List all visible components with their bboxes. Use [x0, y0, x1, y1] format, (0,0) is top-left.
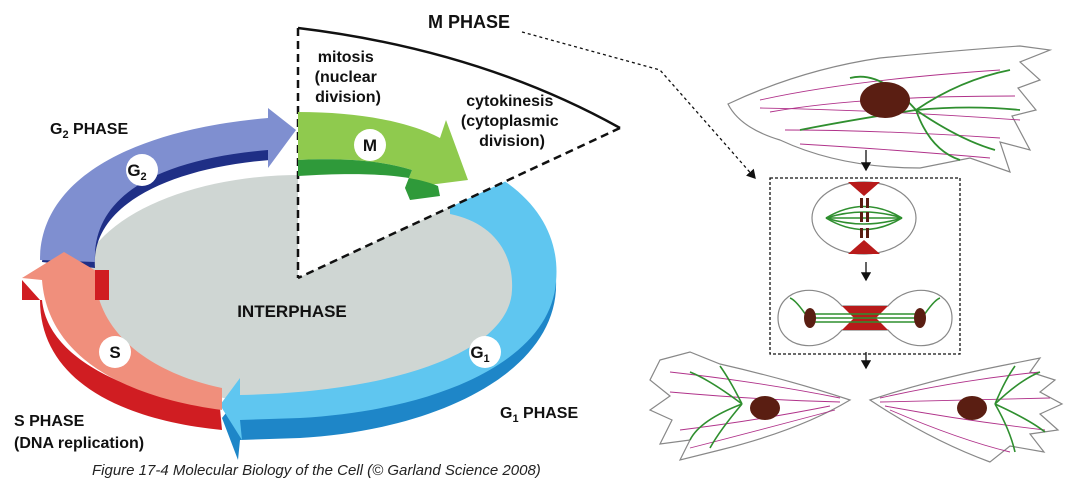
s-phase-line-1: S PHASE: [14, 413, 85, 430]
cell-division-illustration: [648, 45, 1064, 463]
metaphase-cell: [811, 181, 917, 255]
g1-phase-main: G: [500, 405, 512, 422]
g1-phase-sub: 1: [512, 413, 518, 425]
g2-badge-sub: 2: [141, 171, 147, 183]
g2-phase-label: G2 PHASE: [50, 121, 128, 141]
microtubules: [689, 365, 743, 449]
mitosis-line-1: mitosis: [318, 49, 374, 66]
daughter-cell-left: [648, 351, 852, 461]
nucleus: [957, 396, 987, 420]
furrow-bottom: [848, 240, 880, 254]
g1-badge-main: G: [470, 343, 483, 362]
midbody-spindle: [789, 297, 941, 323]
cytokinesis-label: cytokinesis (cytoplasmic division): [461, 93, 563, 150]
spread-cell-top: [727, 45, 1053, 173]
s-phase-line-2: (DNA replication): [14, 435, 144, 452]
m-badge: [354, 129, 386, 161]
g1-phase-rest: PHASE: [519, 405, 579, 422]
division-inset-box: [769, 177, 961, 355]
m-phase-arc: [297, 26, 621, 130]
m-arrow-bottom: [298, 159, 440, 200]
telophase-cell: [777, 289, 953, 347]
g1-badge-sub: 1: [484, 353, 490, 365]
daughter-cell-right: [868, 357, 1064, 463]
s-badge-label: S: [109, 343, 120, 362]
interphase-area: [78, 175, 522, 405]
m-phase-edge-right: [297, 126, 621, 280]
spindle: [825, 205, 903, 231]
g2-badge: [126, 154, 158, 186]
g2-badge-main: G: [127, 161, 140, 180]
nucleus: [750, 396, 780, 420]
cell-cycle-ring: M G2 S G1 M PHASE mitosis (nuclear divis…: [14, 12, 621, 460]
g1-phase-label: G1 PHASE: [500, 405, 578, 425]
cell-outline: [648, 351, 852, 461]
g2-phase-rest: PHASE: [69, 121, 129, 138]
g2-badge-label: G2: [127, 161, 146, 183]
cytokinesis-line-3: division): [479, 133, 545, 150]
s-arrow-notch: [95, 270, 109, 300]
chromosomes: [860, 198, 869, 238]
cytokinesis-line-2: (cytoplasmic: [461, 113, 559, 130]
daughter-chromatin: [804, 308, 926, 328]
mitosis-label: mitosis (nuclear division): [315, 49, 382, 106]
m-phase-title: M PHASE: [428, 12, 510, 32]
s-arrow: [22, 252, 222, 410]
mitosis-line-3: division): [315, 89, 381, 106]
actin-fibers: [759, 69, 1021, 159]
s-arrow-side: [22, 280, 222, 430]
cytokinesis-line-1: cytokinesis: [466, 93, 553, 110]
g2-phase-sub: 2: [62, 129, 68, 141]
g2-arrow-side: [42, 138, 270, 268]
s-badge: [99, 336, 131, 368]
m-badge-label: M: [363, 136, 377, 155]
mitosis-line-2: (nuclear: [315, 69, 377, 86]
g1-badge-label: G1: [470, 343, 489, 365]
microtubules: [994, 365, 1046, 453]
interphase-label: INTERPHASE: [237, 302, 347, 321]
furrow-top: [848, 182, 880, 196]
nucleus: [860, 82, 910, 118]
g2-arrow: [40, 108, 296, 262]
g1-arrow: [220, 172, 557, 440]
g1-badge: [469, 336, 501, 368]
s-phase-label: S PHASE (DNA replication): [14, 413, 144, 452]
figure-caption: Figure 17-4 Molecular Biology of the Cel…: [92, 462, 541, 479]
g2-phase-main: G: [50, 121, 62, 138]
